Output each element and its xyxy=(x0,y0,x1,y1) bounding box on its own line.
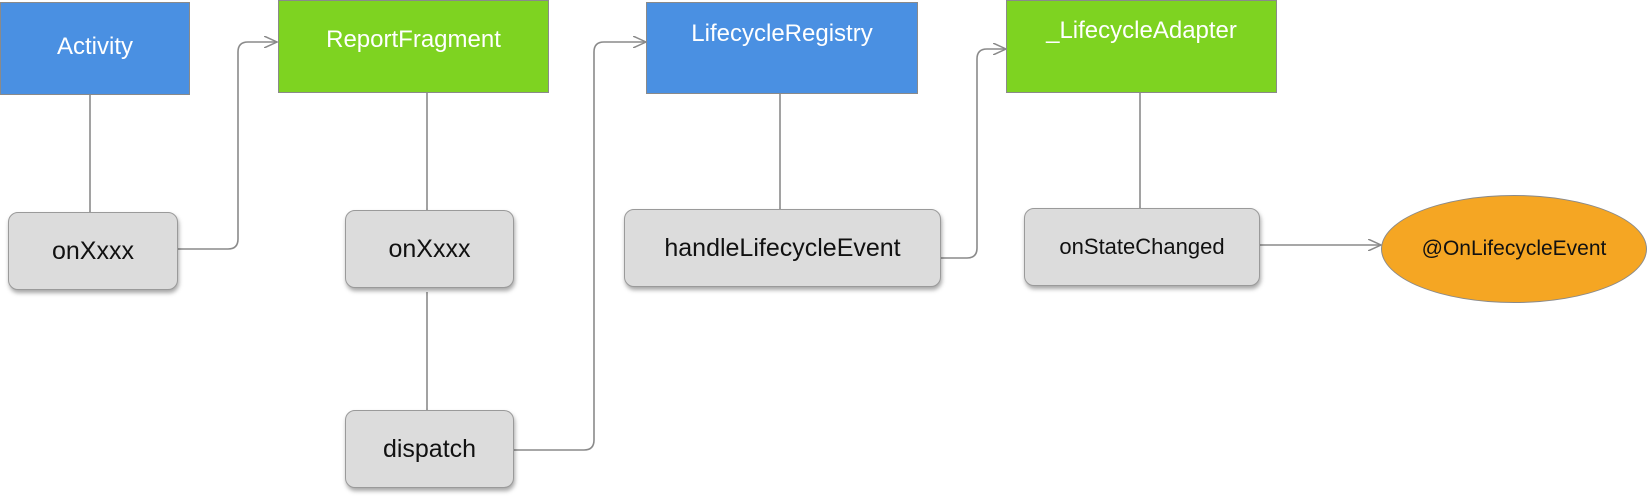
lifecycleregistry-header: LifecycleRegistry xyxy=(646,2,918,94)
dispatch-label: dispatch xyxy=(382,434,477,463)
dispatch-node: dispatch xyxy=(345,410,514,488)
reportfragment-header-label: ReportFragment xyxy=(326,26,501,53)
activity-header: Activity xyxy=(0,2,190,95)
lifecycleregistry-header-label: LifecycleRegistry xyxy=(691,20,873,47)
lifecycleadapter-header: _LifecycleAdapter xyxy=(1006,0,1277,93)
activity-onxxxx-label: onXxxx xyxy=(52,236,134,265)
activity-header-label: Activity xyxy=(56,33,133,60)
reportfragment-header: ReportFragment xyxy=(278,0,549,93)
handlelifecycleevent-label: handleLifecycleEvent xyxy=(664,233,901,262)
onlifecycleevent-label: @OnLifecycleEvent xyxy=(1421,237,1607,260)
onstatechanged-label: onStateChanged xyxy=(1059,234,1225,259)
fragment-onxxxx-label: onXxxx xyxy=(388,234,471,263)
onlifecycleevent-annotation: @OnLifecycleEvent xyxy=(1381,195,1647,303)
arrow-onxxxx-to-reportfragment xyxy=(178,42,277,250)
arrow-handle-to-lifecycleadapter xyxy=(941,49,1006,259)
fragment-onxxxx-node: onXxxx xyxy=(345,210,514,288)
onstatechanged-node: onStateChanged xyxy=(1024,208,1260,286)
activity-onxxxx-node: onXxxx xyxy=(8,212,178,290)
lifecycleadapter-header-label: _LifecycleAdapter xyxy=(1046,17,1237,44)
handlelifecycleevent-node: handleLifecycleEvent xyxy=(624,209,941,287)
arrow-dispatch-to-lifecycleregistry xyxy=(514,42,646,451)
